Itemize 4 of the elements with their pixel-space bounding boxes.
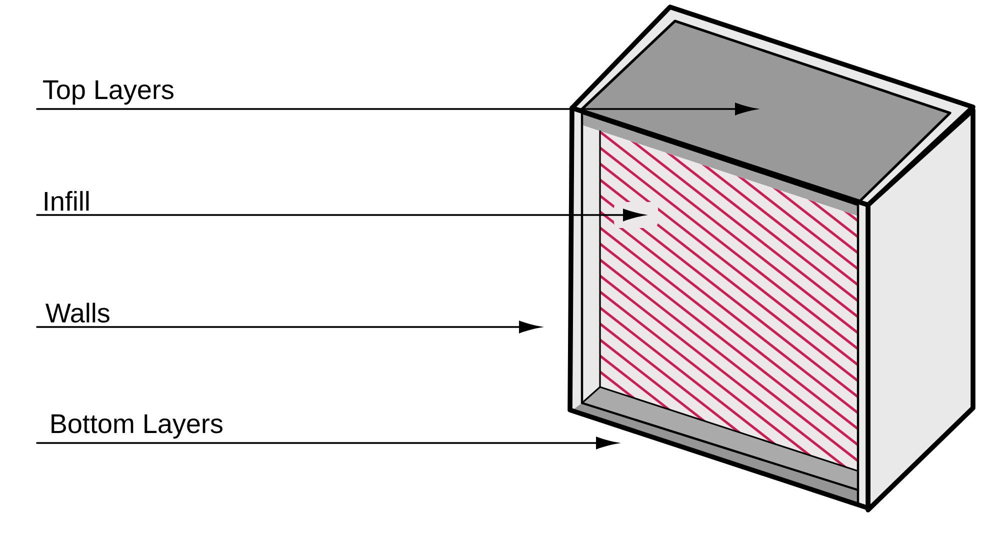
part-label: Infill	[44, 191, 89, 211]
part-label: Bottom Layers	[52, 414, 222, 439]
part-label: Top Layers	[43, 80, 174, 105]
part-label: Walls	[46, 302, 110, 323]
